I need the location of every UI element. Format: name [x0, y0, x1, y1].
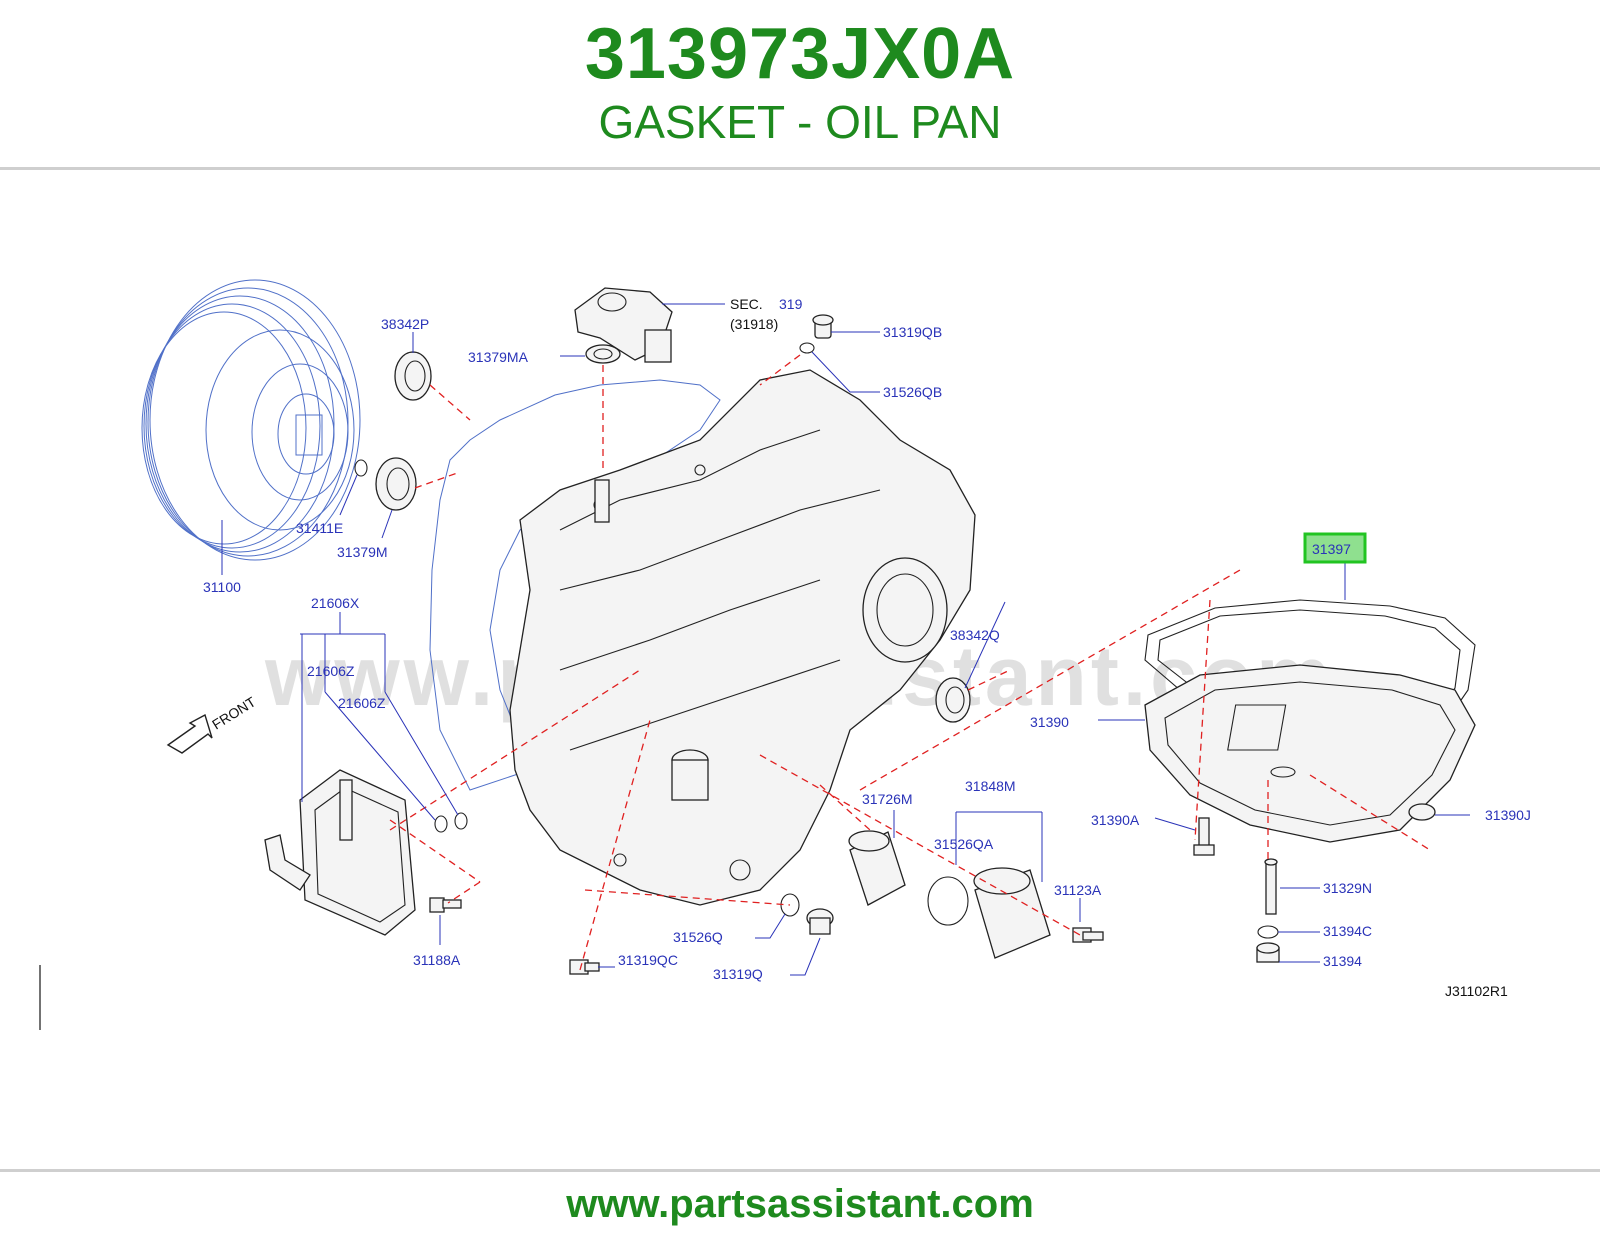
washer-31526QB-drawing	[799, 342, 815, 354]
label-31848M[interactable]: 31848M	[965, 778, 1016, 794]
label-31319Q[interactable]: 31319Q	[713, 966, 763, 982]
footer-divider	[0, 1169, 1600, 1172]
oring-31411E-drawing	[354, 459, 368, 477]
bolt-31390A-drawing	[1193, 817, 1215, 856]
label-31390[interactable]: 31390	[1030, 714, 1069, 730]
header-divider	[0, 167, 1600, 170]
filter-31726M-drawing	[848, 830, 906, 906]
oil-pan-31390-drawing	[1144, 664, 1476, 843]
label-31319QB[interactable]: 31319QB	[883, 324, 942, 340]
label-31526QB[interactable]: 31526QB	[883, 384, 942, 400]
label-31394C[interactable]: 31394C	[1323, 923, 1372, 939]
part-name-subtitle: GASKET - OIL PAN	[598, 96, 1002, 148]
parts-diagram: www.partsassistant.com	[39, 279, 1531, 1030]
oil-cooler-drawing	[264, 769, 416, 936]
magnet-31329N-drawing	[1264, 858, 1278, 915]
label-31379MA[interactable]: 31379MA	[468, 349, 529, 365]
label-31123A[interactable]: 31123A	[1054, 882, 1102, 898]
leader-lines	[166, 303, 1470, 976]
washer-31526Q-drawing	[780, 893, 800, 917]
label-31526Q[interactable]: 31526Q	[673, 929, 723, 945]
header: 313973JX0A GASKET - OIL PAN	[0, 0, 1600, 168]
plug-31319QC-drawing	[569, 959, 600, 975]
label-31526QA[interactable]: 31526QA	[934, 836, 994, 852]
highlight-box-31397	[1303, 532, 1367, 564]
seal-31379MA-drawing	[585, 344, 621, 364]
pressure-sensor-drawing	[574, 287, 673, 363]
label-31390J[interactable]: 31390J	[1485, 807, 1531, 823]
drain-plug-31394-drawing	[1256, 942, 1280, 963]
label-21606Z-a[interactable]: 21606Z	[307, 663, 355, 679]
plug-31319QB-drawing	[812, 314, 834, 339]
seal-38342Q-drawing	[935, 677, 971, 723]
label-38342Q[interactable]: 38342Q	[950, 627, 1000, 643]
front-arrow-icon	[166, 713, 213, 754]
filter-31848M-drawing	[973, 867, 1051, 959]
label-31394[interactable]: 31394	[1323, 953, 1362, 969]
plug-31319Q-drawing	[806, 908, 834, 935]
label-31726M[interactable]: 31726M	[862, 791, 913, 807]
washer-31390J-drawing	[1408, 803, 1436, 821]
drawing-code: J31102R1	[1445, 983, 1508, 999]
seal-31379M-drawing	[375, 457, 417, 511]
label-31100[interactable]: 31100	[203, 579, 241, 595]
label-31397[interactable]: 31397	[1312, 541, 1351, 557]
torque-converter-drawing	[141, 279, 361, 561]
label-21606Z-b[interactable]: 21606Z	[338, 695, 386, 711]
label-31188A[interactable]: 31188A	[413, 952, 461, 968]
washer-31394C-drawing	[1257, 925, 1279, 939]
footer-website[interactable]: www.partsassistant.com	[566, 1182, 1034, 1226]
label-31411E[interactable]: 31411E	[296, 520, 343, 536]
front-label: FRONT	[209, 693, 259, 732]
label-31390A[interactable]: 31390A	[1091, 812, 1140, 828]
label-31319QC[interactable]: 31319QC	[618, 952, 678, 968]
sec-number[interactable]: 319	[779, 296, 803, 312]
label-31379M[interactable]: 31379M	[337, 544, 388, 560]
label-21606X[interactable]: 21606X	[311, 595, 360, 611]
part-number-title: 313973JX0A	[584, 14, 1016, 94]
bolt-31188A-drawing	[429, 897, 462, 913]
seal-38342P-drawing	[394, 351, 432, 401]
label-31329N[interactable]: 31329N	[1323, 880, 1372, 896]
sec-sub-label: (31918)	[730, 316, 778, 332]
label-38342P[interactable]: 38342P	[381, 316, 429, 332]
sec-label: SEC.	[730, 296, 763, 312]
transmission-case-drawing	[429, 369, 976, 906]
oring-31526QA-drawing	[927, 876, 969, 926]
bolt-31123A-drawing	[1072, 927, 1104, 943]
orings-21606Z-drawing	[434, 812, 468, 833]
alignment-lines	[389, 354, 1431, 971]
